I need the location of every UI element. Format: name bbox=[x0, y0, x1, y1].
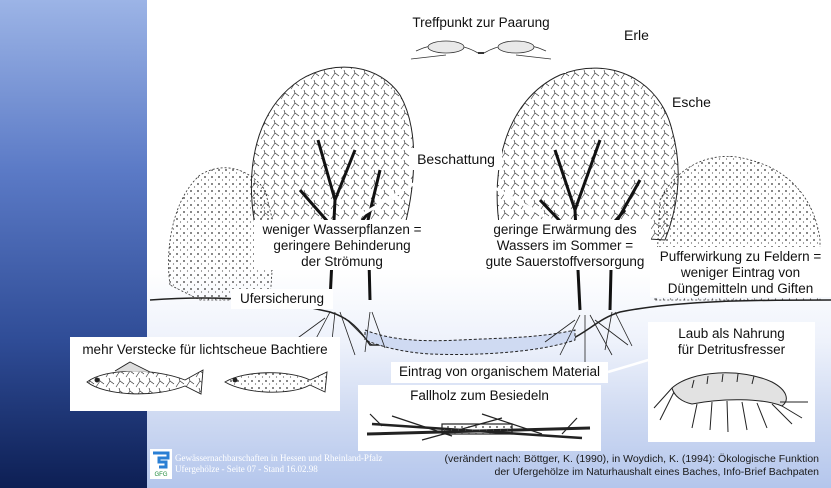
laub-line1: Laub als Nahrung bbox=[648, 326, 815, 342]
footer-org-line1: Gewässernachbarschaften in Hessen und Rh… bbox=[175, 453, 382, 464]
deadwood-image bbox=[362, 404, 597, 446]
erwaermung-line3: gute Sauerstoffversorgung bbox=[479, 254, 651, 270]
mayfly-pair-image bbox=[406, 31, 556, 69]
verstecke-callout: mehr Verstecke für lichtscheue Bachtiere bbox=[70, 337, 340, 411]
footer-source-line2: der Ufergehölze im Naturhaushalt eines B… bbox=[445, 466, 820, 479]
puffer-callout: Pufferwirkung zu Feldern = weniger Eintr… bbox=[650, 247, 831, 297]
footer-source-line1: (verändert nach: Böttger, K. (1990), in … bbox=[445, 453, 820, 466]
puffer-line3: Düngemitteln und Giften bbox=[650, 281, 831, 297]
beschattung-label: Beschattung bbox=[410, 148, 502, 170]
puffer-line1: Pufferwirkung zu Feldern = bbox=[650, 249, 831, 265]
footer-org-line2: Ufergehölze - Seite 07 - Stand 16.02.98 bbox=[175, 464, 382, 475]
wasserpflanzen-line1: weniger Wasserpflanzen = bbox=[254, 222, 430, 238]
footer-source: (verändert nach: Böttger, K. (1990), in … bbox=[445, 453, 820, 479]
mating-callout: Treffpunkt zur Paarung bbox=[396, 10, 566, 73]
laub-line2: für Detritusfresser bbox=[648, 342, 815, 358]
laub-callout: Laub als Nahrung für Detritusfresser bbox=[648, 322, 815, 442]
verstecke-label: mehr Verstecke für lichtscheue Bachtiere bbox=[70, 342, 340, 358]
footer-organization: Gewässernachbarschaften in Hessen und Rh… bbox=[175, 453, 382, 476]
fallholz-label: Fallholz zum Besiedeln bbox=[358, 388, 601, 404]
mating-label: Treffpunkt zur Paarung bbox=[396, 15, 566, 31]
wasserpflanzen-line3: der Strömung bbox=[254, 254, 430, 270]
stream-bed bbox=[365, 330, 575, 354]
wasserpflanzen-line2: geringere Behinderung bbox=[254, 238, 430, 254]
erwaermung-line1: geringe Erwärmung des bbox=[479, 222, 651, 238]
erle-label: Erle bbox=[624, 27, 649, 43]
amphipod-image bbox=[652, 358, 812, 438]
erwaermung-callout: geringe Erwärmung des Wassers im Sommer … bbox=[479, 220, 651, 270]
erwaermung-line2: Wassers im Sommer = bbox=[479, 238, 651, 254]
ufersicherung-label: Ufersicherung bbox=[231, 289, 333, 309]
logo-text: GFG bbox=[155, 472, 168, 478]
fish-image bbox=[75, 358, 335, 404]
gfg-logo: GFG bbox=[150, 449, 172, 479]
puffer-line2: weniger Eintrag von bbox=[650, 265, 831, 281]
esche-label: Esche bbox=[672, 94, 711, 110]
fallholz-callout: Fallholz zum Besiedeln bbox=[358, 385, 601, 451]
eintrag-label: Eintrag von organischem Material bbox=[391, 362, 608, 383]
wasserpflanzen-callout: weniger Wasserpflanzen = geringere Behin… bbox=[254, 220, 430, 270]
